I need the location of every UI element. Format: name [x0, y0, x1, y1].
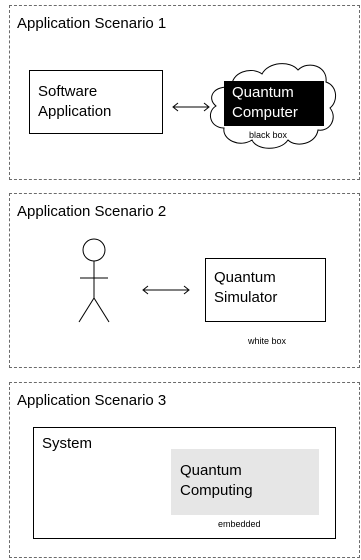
quantum-simulator-line-2: Simulator	[214, 289, 278, 306]
embedded-caption: embedded	[218, 519, 261, 529]
scenario-1-panel: Application Scenario 1 Software Applicat…	[9, 5, 360, 180]
quantum-computing-embedded-box: Quantum Computing	[171, 449, 319, 515]
quantum-simulator-box: Quantum Simulator	[205, 258, 326, 322]
system-label: System	[42, 435, 93, 452]
quantum-computer-line-1: Quantum	[232, 84, 294, 101]
quantum-computing-line-2: Computing	[180, 482, 253, 499]
quantum-computer-line-2: Computer	[232, 104, 298, 121]
quantum-computer-black-box: Quantum Computer	[224, 81, 324, 126]
software-application-line-1: Software	[38, 83, 98, 100]
scenario-2-panel: Application Scenario 2 Quantum Simulator…	[9, 193, 360, 368]
scenario-2-title: Application Scenario 2	[17, 203, 167, 220]
scenario-3-title: Application Scenario 3	[17, 392, 167, 409]
quantum-simulator-line-1: Quantum	[214, 269, 276, 286]
white-box-caption: white box	[248, 336, 287, 346]
quantum-computing-line-1: Quantum	[180, 462, 242, 479]
scenario-1-title: Application Scenario 1	[17, 15, 167, 32]
double-arrow-icon	[142, 285, 190, 295]
black-box-caption: black box	[249, 130, 288, 140]
scenario-3-panel: Application Scenario 3 System Quantum Co…	[9, 382, 360, 558]
double-arrow-icon	[172, 102, 210, 112]
software-application-box: Software Application	[29, 70, 163, 134]
software-application-line-2: Application	[38, 103, 112, 120]
stick-figure-icon	[78, 238, 110, 323]
